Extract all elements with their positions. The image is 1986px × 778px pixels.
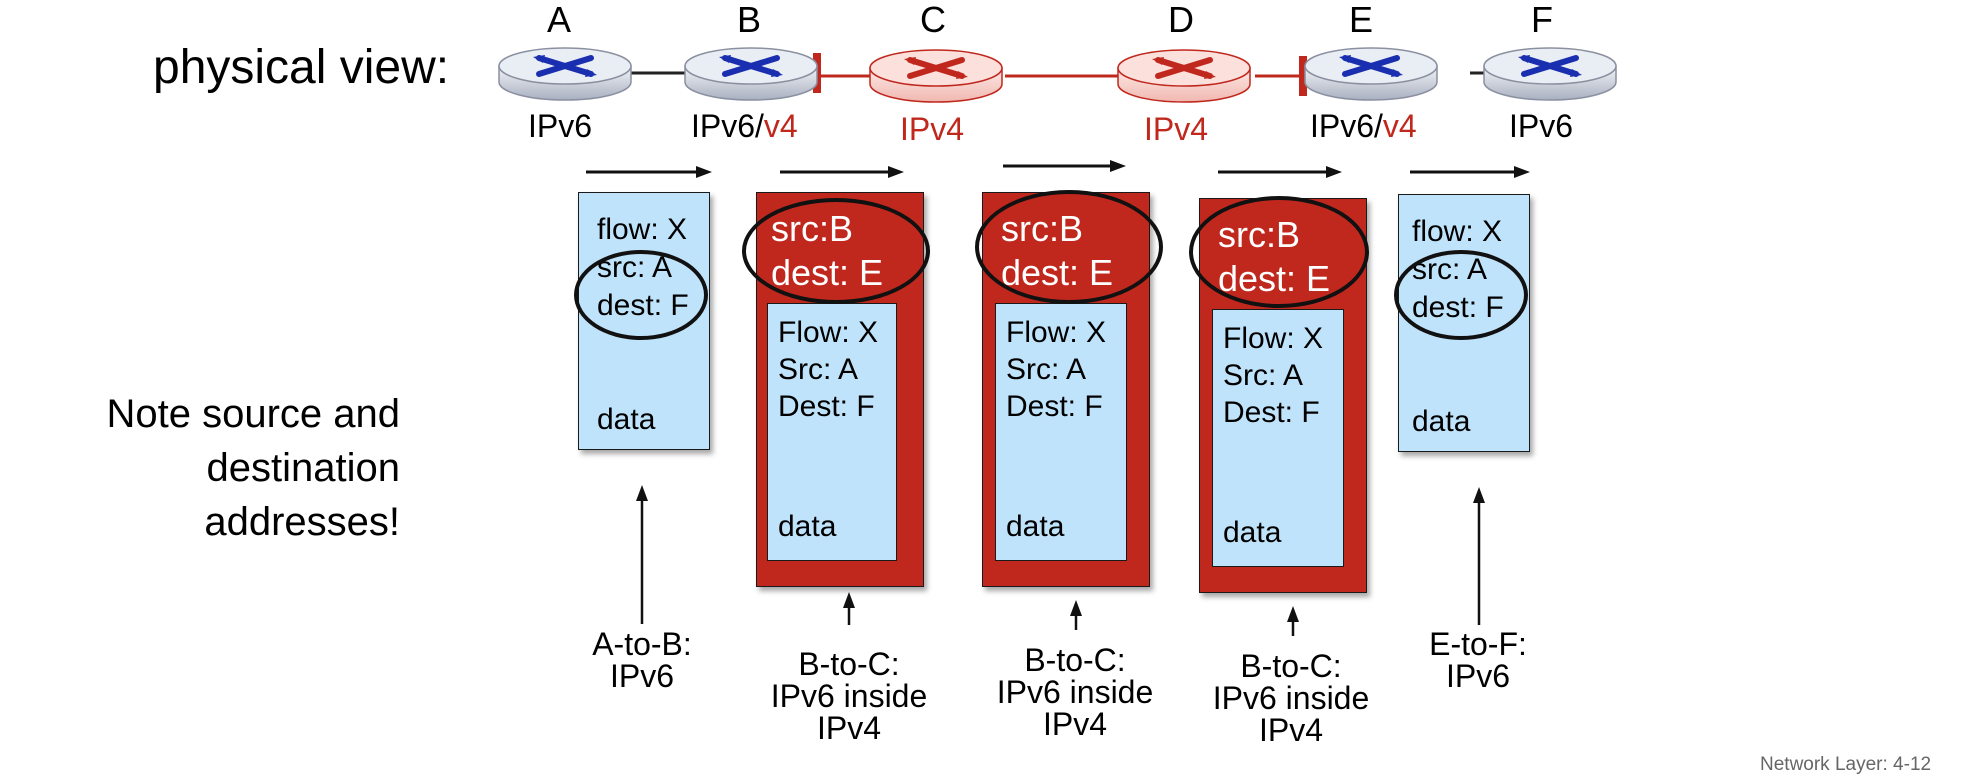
caption-line: B-to-C:	[1240, 648, 1342, 684]
router-b-icon	[684, 47, 818, 101]
highlight-ellipse	[1189, 196, 1369, 308]
router-label-c: IPv4	[900, 111, 965, 147]
data-label: data	[1223, 516, 1282, 549]
data-label: data	[778, 510, 837, 543]
flow-label: flow: X	[1412, 215, 1503, 248]
router-letter-e: E	[1349, 0, 1374, 40]
src-label: Src: A	[1223, 359, 1304, 392]
router-label-e-suffix: v4	[1382, 108, 1417, 144]
data-label: data	[1006, 510, 1065, 543]
caption-line: B-to-C:	[798, 646, 900, 682]
src-label: Src: A	[1006, 353, 1087, 386]
flow-label: Flow: X	[1223, 322, 1324, 355]
caption-a-to-b: A-to-B: IPv6	[572, 628, 712, 692]
router-letter-f: F	[1531, 0, 1553, 40]
router-d-icon	[1117, 49, 1251, 103]
caption-line: A-to-B:	[592, 626, 692, 662]
highlight-ellipse	[742, 198, 930, 304]
caption-line: IPv6 inside	[1212, 680, 1370, 716]
data-label: data	[1412, 405, 1471, 438]
note-line: destination	[206, 446, 400, 490]
data-label: data	[597, 403, 656, 436]
src-label: Src: A	[778, 353, 859, 386]
caption-line: IPv6 inside	[770, 678, 928, 714]
caption-b-to-c-1: B-to-C: IPv6 inside IPv4	[754, 648, 944, 744]
caption-line: IPv6	[1445, 658, 1511, 694]
router-label-d: IPv4	[1144, 111, 1209, 147]
router-f-icon	[1483, 47, 1617, 101]
router-label-a: IPv6	[528, 108, 593, 144]
dest-label: Dest: F	[1223, 396, 1320, 429]
note-text: Note source and destination addresses!	[40, 387, 400, 549]
router-c-icon	[869, 49, 1003, 103]
router-label-f: IPv6	[1509, 108, 1574, 144]
router-e-icon	[1304, 47, 1438, 101]
highlight-ellipse	[574, 250, 708, 340]
highlight-ellipse	[975, 190, 1163, 304]
flow-label: Flow: X	[778, 316, 879, 349]
router-letter-c: C	[920, 0, 946, 40]
router-letter-b: B	[737, 0, 762, 40]
caption-e-to-f: E-to-F: IPv6	[1408, 628, 1548, 692]
router-label-b-suffix: v4	[763, 108, 798, 144]
caption-b-to-c-2: B-to-C: IPv6 inside IPv4	[980, 644, 1170, 740]
router-letter-a: A	[547, 0, 572, 40]
dest-label: Dest: F	[1006, 390, 1103, 423]
caption-line: IPv6 inside	[996, 674, 1154, 710]
caption-line: IPv4	[816, 710, 882, 746]
slide-footer: Network Layer: 4-12	[1760, 754, 1932, 775]
note-line: Note source and	[106, 392, 400, 436]
inner-ipv6-packet: Flow: X Src: A Dest: F data	[767, 303, 897, 561]
inner-ipv6-packet: Flow: X Src: A Dest: F data	[995, 303, 1127, 561]
physical-view-label: physical view:	[153, 41, 450, 94]
caption-line: IPv4	[1042, 706, 1108, 742]
caption-line: B-to-C:	[1024, 642, 1126, 678]
router-letter-d: D	[1168, 0, 1194, 40]
caption-line: IPv4	[1258, 712, 1324, 748]
flow-label: flow: X	[597, 213, 688, 246]
router-label-b-main: IPv6/	[691, 108, 764, 144]
router-label-e: IPv6/v4	[1310, 110, 1417, 142]
router-a-icon	[498, 47, 632, 101]
flow-label: Flow: X	[1006, 316, 1107, 349]
highlight-ellipse	[1394, 250, 1528, 340]
inner-ipv6-packet: Flow: X Src: A Dest: F data	[1212, 309, 1344, 567]
caption-b-to-c-3: B-to-C: IPv6 inside IPv4	[1196, 650, 1386, 746]
router-label-b: IPv6/v4	[691, 110, 798, 142]
note-line: addresses!	[204, 500, 400, 544]
direction-arrows	[586, 160, 1530, 178]
caption-line: E-to-F:	[1429, 626, 1527, 662]
caption-line: IPv6	[609, 658, 675, 694]
dest-label: Dest: F	[778, 390, 875, 423]
router-label-e-main: IPv6/	[1310, 108, 1383, 144]
